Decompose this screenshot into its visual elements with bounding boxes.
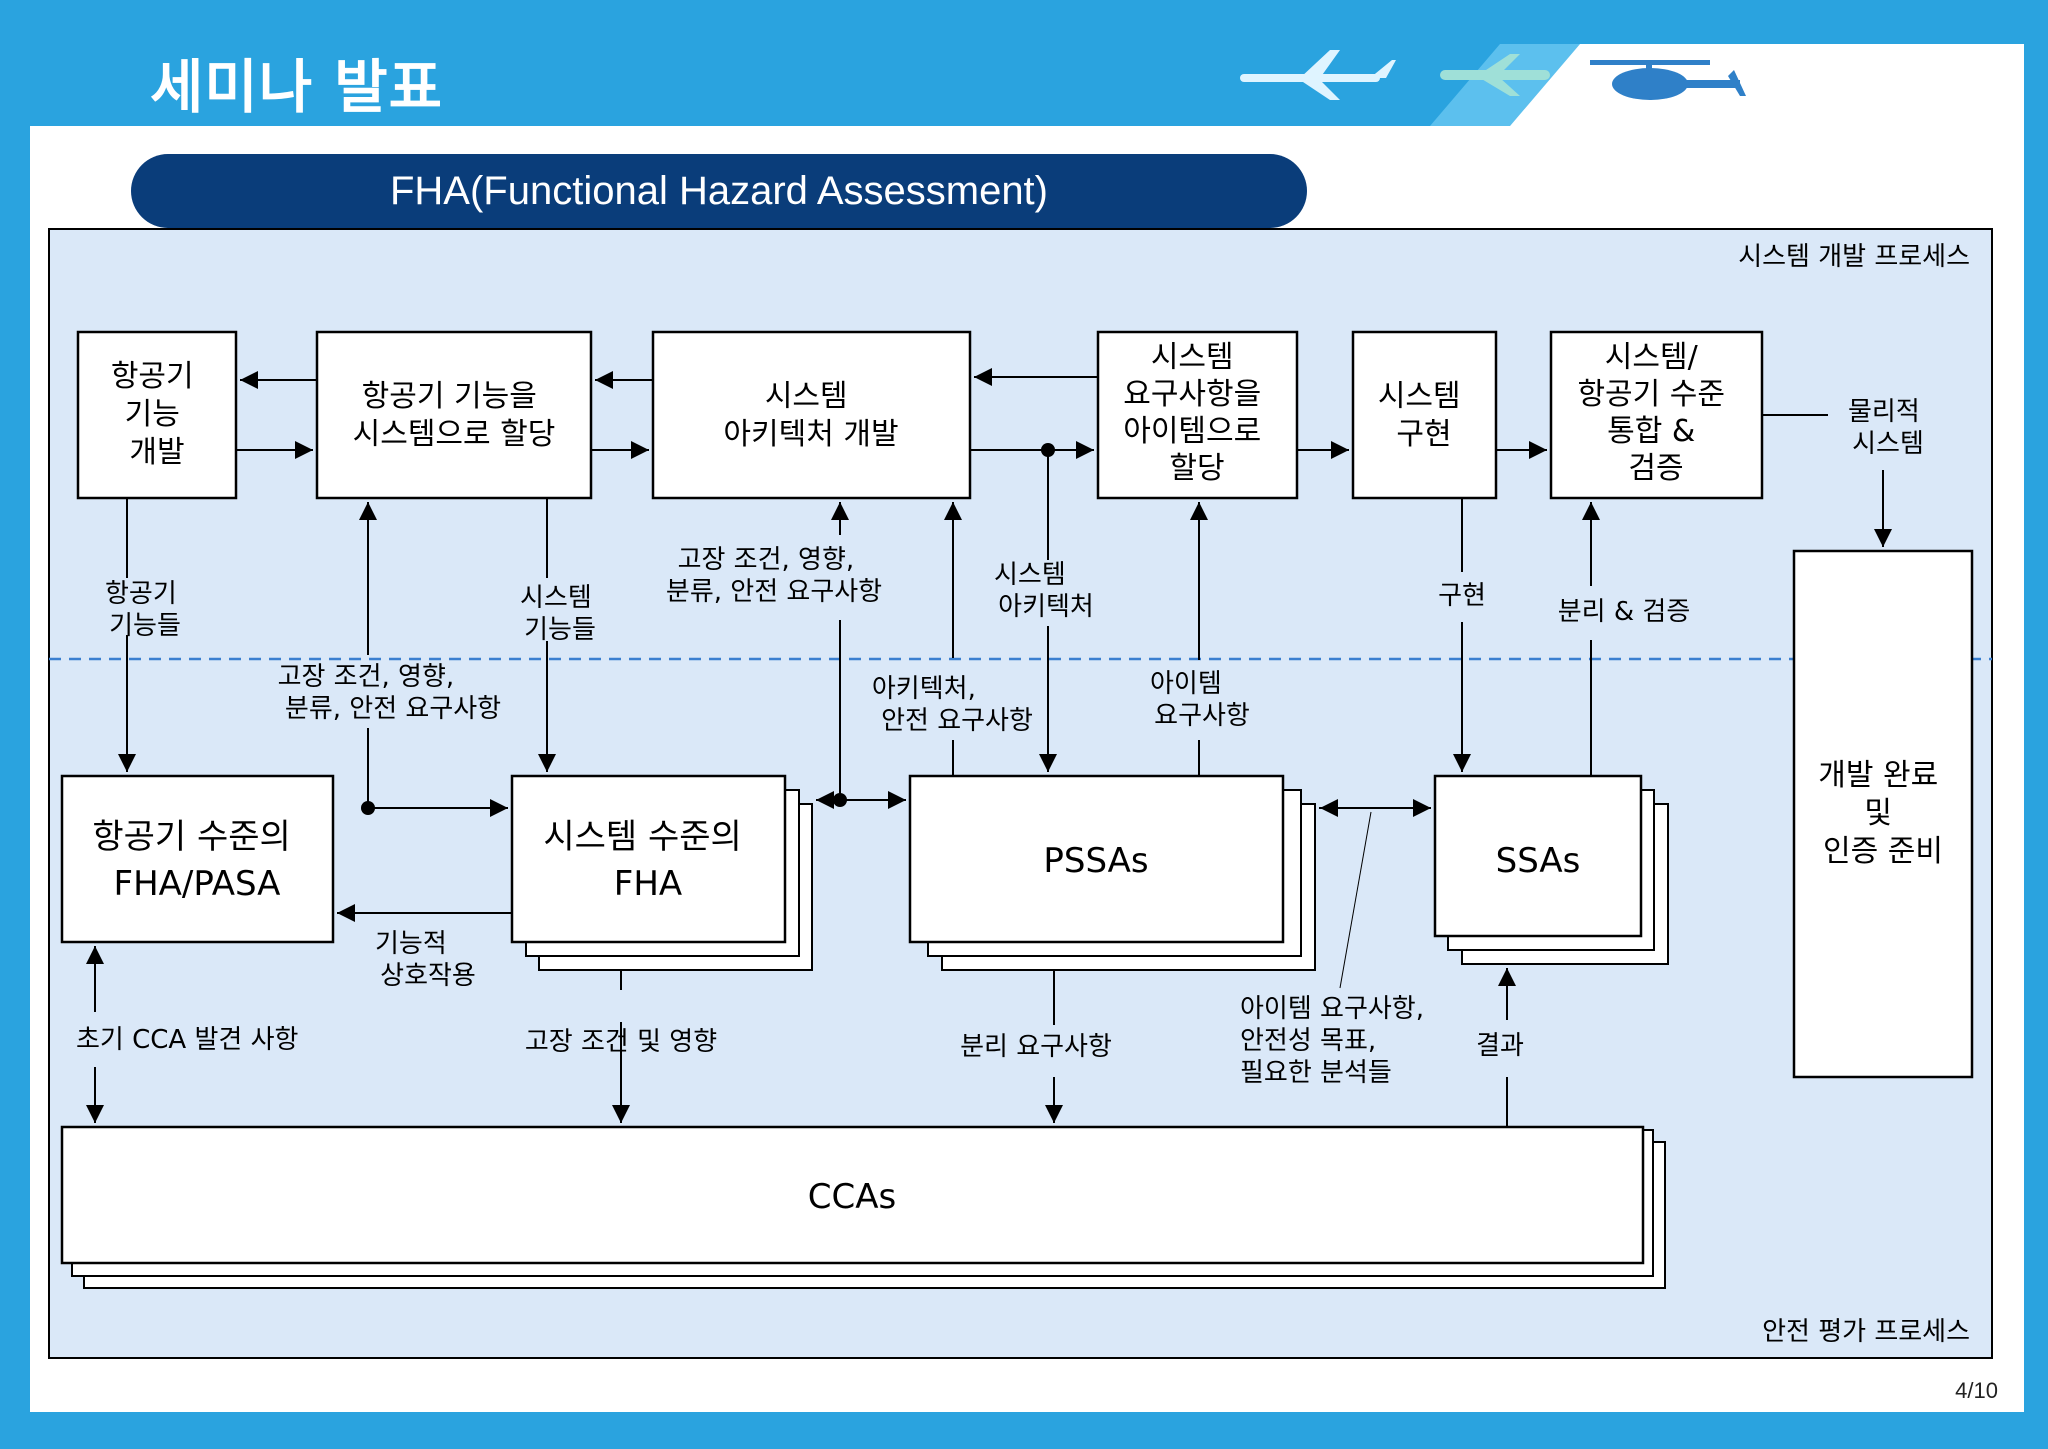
airplane-icon — [1240, 50, 1396, 100]
safety-process-label: 안전 평가 프로세스 — [1762, 1317, 1970, 1347]
box-text: 요구사항을 — [1123, 377, 1261, 412]
box-dev-complete: 개발 완료 및 인증 준비 — [1792, 549, 1974, 1079]
svg-text:시스템 아키텍처 개발: 시스템 아키텍처 개발 — [723, 379, 898, 452]
box-text: PSSAs — [1043, 841, 1148, 881]
box-architecture-dev: 시스템 아키텍처 개발 — [651, 330, 972, 500]
box-text: 아키텍처 개발 — [723, 417, 898, 452]
box-text: SSAs — [1496, 841, 1581, 881]
label-system-architecture: 시스템 아키텍처 — [994, 560, 1094, 622]
svg-text:시스템 요구사항을 아이템으: 시스템 요구사항을 아이템으로 할당 — [1123, 340, 1271, 486]
svg-text:시스템/ 항공기 수준 통합: 시스템/ 항공기 수준 통합 & 검증 — [1577, 340, 1734, 486]
box-text: 항공기 수준의 — [92, 817, 291, 857]
dev-process-label: 시스템 개발 프로세스 — [1738, 242, 1970, 272]
label-physical-system: 물리적 시스템 — [1848, 397, 1928, 459]
box-text: 아이템으로 — [1123, 414, 1261, 449]
label-aircraft-functions: 항공기 기능들 — [105, 579, 185, 641]
box-allocate-functions: 항공기 기능을 시스템으로 할당 — [315, 330, 593, 500]
section-banner: FHA(Functional Hazard Assessment) — [131, 154, 1307, 228]
label-failure-conditions-top: 고장 조건, 영향, 분류, 안전 요구사항 — [666, 545, 882, 607]
svg-text:개발 완료 및 인증 준비: 개발 완료 및 인증 준비 — [1818, 758, 1947, 869]
box-text: 기능 — [125, 397, 180, 432]
label-functional-interaction: 기능적 상호작용 — [375, 929, 476, 991]
box-text: 및 — [1864, 796, 1892, 831]
label-item-requirements: 아이템 요구사항 — [1150, 669, 1250, 731]
box-text: 시스템 수준의 — [543, 817, 742, 857]
box-text: 시스템/ — [1605, 340, 1699, 375]
box-implementation: 시스템 구현 — [1351, 330, 1498, 500]
box-text: 시스템 — [1378, 379, 1461, 414]
box-pssa-stack: PSSAs — [908, 774, 1316, 971]
svg-text:항공기 기능을 시스템으로 할당: 항공기 기능을 시스템으로 할당 — [353, 379, 556, 452]
helicopter-icon — [1590, 60, 1746, 100]
box-text: 항공기 — [111, 359, 194, 394]
box-text: 검증 — [1628, 451, 1683, 486]
arrows — [86, 368, 1892, 1127]
box-system-fha-stack: 시스템 수준의 FHA — [510, 774, 813, 971]
label-early-cca: 초기 CCA 발견 사항 — [76, 1025, 298, 1055]
label-system-functions: 시스템 기능들 — [520, 583, 600, 645]
box-integration-verification: 시스템/ 항공기 수준 통합 & 검증 — [1549, 330, 1764, 500]
svg-text:시스템 수준의 FHA: 시스템 수준의 FHA — [543, 817, 752, 904]
box-text: 항공기 기능을 — [362, 379, 537, 414]
label-architecture-safety-req: 아키텍처, 안전 요구사항 — [872, 674, 1033, 736]
svg-text:항공기 수준의 FHA/PASA: 항공기 수준의 FHA/PASA — [92, 817, 301, 904]
label-result: 결과 — [1476, 1031, 1524, 1061]
box-item-allocation: 시스템 요구사항을 아이템으로 할당 — [1096, 330, 1299, 500]
box-text: 개발 완료 — [1818, 758, 1938, 793]
page-number: 4/10 — [1955, 1378, 1998, 1403]
box-text: 시스템 — [765, 379, 848, 414]
label-failure-conditions-mid: 고장 조건, 영향, 분류, 안전 요구사항 — [278, 662, 502, 724]
box-text: 인증 준비 — [1823, 834, 1943, 869]
header-decoration — [0, 0, 2048, 130]
box-text: FHA/PASA — [114, 864, 281, 904]
box-cca-stack: CCAs — [60, 1125, 1666, 1289]
label-separation-requirements: 분리 요구사항 — [960, 1032, 1112, 1062]
box-text: CCAs — [808, 1177, 896, 1217]
box-aircraft-function-dev: 항공기 기능 개발 — [76, 330, 238, 500]
box-text: 시스템으로 할당 — [353, 417, 556, 452]
box-text: 할당 — [1169, 451, 1224, 486]
box-text: 개발 — [129, 435, 184, 470]
junction-dots — [361, 443, 1055, 815]
box-text: FHA — [614, 864, 682, 904]
label-implementation: 구현 — [1438, 581, 1486, 611]
svg-text:항공기 기능 개발: 항공기 기능 개발 — [111, 359, 203, 470]
box-text: 항공기 수준 — [1577, 377, 1725, 412]
svg-text:시스템 구현: 시스템 구현 — [1378, 379, 1470, 452]
slide-title: 세미나 발표 — [150, 53, 443, 121]
box-text: 통합 & — [1607, 414, 1695, 449]
label-item-req-multi: 아이템 요구사항, 안전성 목표, 필요한 분석들 — [1240, 994, 1432, 1088]
box-aircraft-fha: 항공기 수준의 FHA/PASA — [60, 774, 335, 944]
box-text: 구현 — [1396, 417, 1451, 452]
label-separation-verification: 분리 & 검증 — [1558, 597, 1690, 627]
label-failure-effects: 고장 조건 및 영향 — [525, 1027, 717, 1057]
airplane-icon-2 — [1440, 54, 1550, 96]
box-text: 시스템 — [1151, 340, 1234, 375]
box-ssa-stack: SSAs — [1433, 774, 1669, 965]
